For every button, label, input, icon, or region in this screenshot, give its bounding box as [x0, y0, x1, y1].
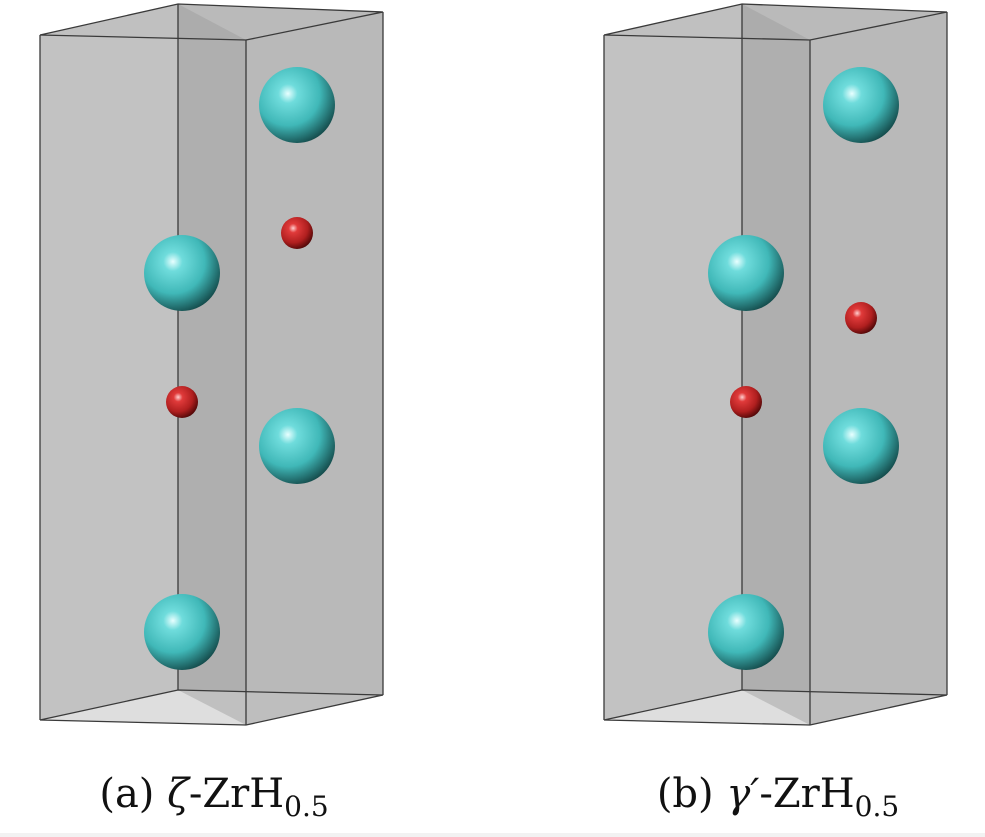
panel-zeta-zrh05: (a) ζ-ZrH0.5	[0, 0, 492, 837]
cell-front-face	[40, 35, 246, 725]
h-atom	[730, 386, 762, 418]
zr-atom	[823, 408, 899, 484]
unit-cell-zeta	[39, 3, 384, 726]
caption-subscript: 0.5	[284, 790, 329, 823]
caption-phase-symbol: γ′	[726, 771, 760, 817]
unit-cell-gamma-prime	[603, 3, 948, 726]
zr-atom	[823, 67, 899, 143]
bottom-divider	[0, 833, 985, 837]
cell-edges	[603, 3, 948, 726]
caption-formula: -ZrH	[759, 771, 855, 817]
caption-label: (a)	[99, 771, 168, 817]
caption-subscript: 0.5	[854, 790, 900, 823]
h-atom	[281, 217, 313, 249]
caption-label: (b)	[656, 771, 727, 817]
cell-right-face	[810, 12, 947, 725]
cell-inner-shade	[178, 4, 246, 725]
h-atom	[845, 302, 877, 334]
zr-atom	[144, 235, 220, 311]
zr-atom	[144, 594, 220, 670]
caption-a: (a) ζ-ZrH0.5	[0, 770, 460, 821]
cell-edges	[39, 3, 384, 726]
cell-front-face	[604, 35, 810, 725]
caption-b: (b) γ′-ZrH0.5	[532, 770, 985, 821]
h-atom	[166, 386, 198, 418]
caption-formula: -ZrH	[188, 771, 285, 817]
zr-atom	[708, 594, 784, 670]
cell-right-face	[246, 12, 383, 725]
panel-gamma-prime-zrh05: (b) γ′-ZrH0.5	[492, 0, 984, 837]
zr-atom	[708, 235, 784, 311]
zr-atom	[259, 67, 335, 143]
zr-atom	[259, 408, 335, 484]
cell-inner-shade	[742, 4, 810, 725]
caption-phase-symbol: ζ	[167, 771, 189, 817]
